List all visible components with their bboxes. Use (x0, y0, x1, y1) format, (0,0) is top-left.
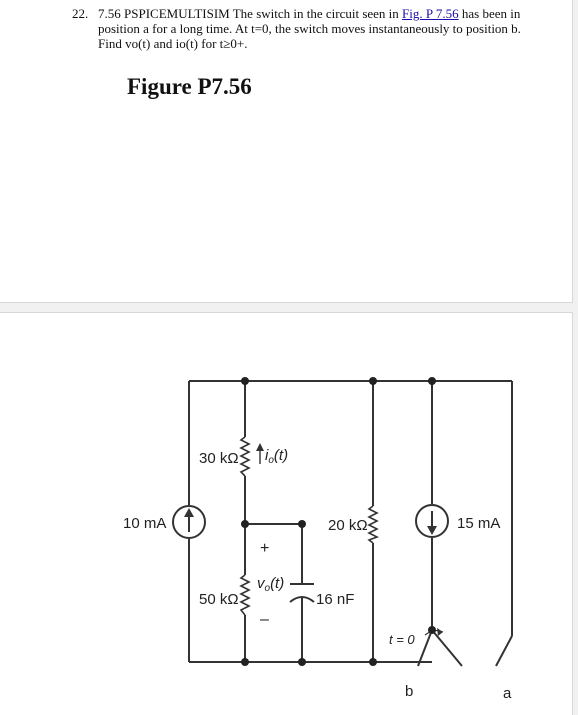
label-16nf: 16 nF (316, 591, 354, 608)
problem-text: 7.56 PSPICEMULTISIM The switch in the ci… (98, 6, 546, 51)
label-switch-time: t = 0 (389, 632, 415, 647)
io-arrow-icon (256, 443, 264, 464)
label-15ma: 15 mA (457, 515, 500, 532)
label-position-b: b (405, 683, 413, 700)
label-position-a: a (503, 685, 512, 702)
label-minus: – (260, 611, 269, 628)
label-io: io(t) (265, 447, 288, 466)
label-plus: + (260, 540, 269, 557)
problem-text-before-link: 7.56 PSPICEMULTISIM The switch in the ci… (98, 6, 403, 21)
figure-card (0, 312, 573, 715)
resistor-20k (367, 505, 379, 544)
arrow-up-icon (184, 508, 194, 517)
capacitor (289, 583, 315, 603)
current-source-left (172, 505, 206, 539)
current-source-right (415, 504, 449, 538)
label-50k: 50 kΩ (199, 591, 239, 608)
question-card: 22. 7.56 PSPICEMULTISIM The switch in th… (0, 0, 573, 303)
junction-dots (241, 377, 436, 666)
label-10ma: 10 mA (123, 515, 166, 532)
circuit-diagram: 10 mA 30 kΩ io(t) 20 kΩ 15 mA + – vo(t) … (123, 377, 513, 702)
figure-title: Figure P7.56 (127, 74, 252, 99)
label-vo: vo(t) (257, 575, 284, 594)
problem-number: 22. (72, 6, 89, 21)
arrow-down-icon (427, 526, 437, 535)
problem-text-after-link: has been in position a for a long time. … (98, 6, 521, 51)
figure-link[interactable]: Fig. P 7.56 (402, 6, 459, 21)
label-20k: 20 kΩ (328, 517, 368, 534)
resistor-50k (239, 574, 251, 616)
resistor-30k (239, 436, 251, 477)
label-30k: 30 kΩ (199, 450, 239, 467)
switch (417, 628, 513, 667)
switch-arrow-icon (437, 628, 443, 636)
